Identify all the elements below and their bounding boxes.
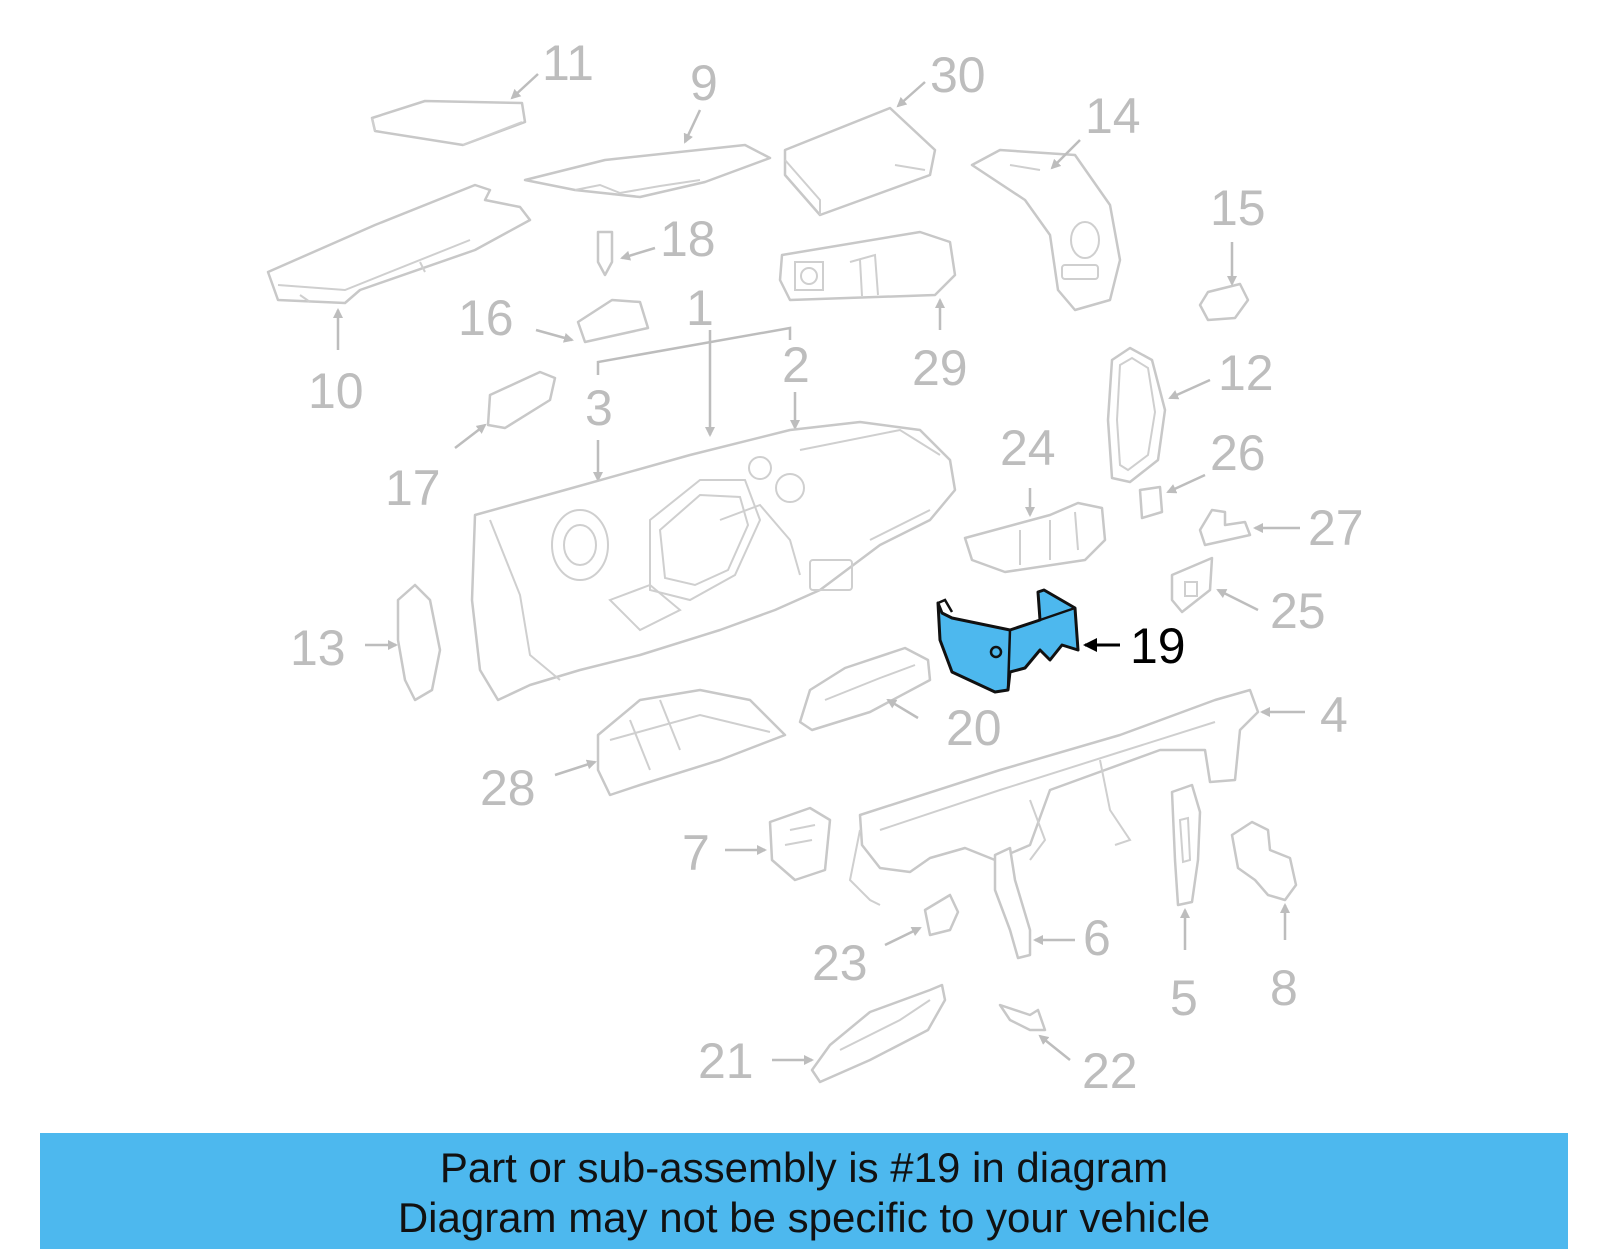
part-18: 18 <box>596 211 716 277</box>
callout-27: 27 <box>1308 500 1364 556</box>
part-20: 20 <box>798 646 1002 756</box>
callout-22: 22 <box>1082 1043 1138 1099</box>
part-4: 4 <box>848 687 1348 906</box>
callout-13: 13 <box>290 620 346 676</box>
part-25: 25 <box>1170 556 1326 639</box>
callout-8: 8 <box>1270 960 1298 1016</box>
callout-11: 11 <box>542 35 594 91</box>
part-9: 9 <box>523 55 772 199</box>
part-19-highlighted: 19 <box>936 588 1186 694</box>
callout-25: 25 <box>1270 583 1326 639</box>
part-15: 15 <box>1198 180 1266 322</box>
callout-1: 1 <box>686 280 714 336</box>
banner-line-1: Part or sub-assembly is #19 in diagram <box>439 1144 1169 1191</box>
info-banner: Part or sub-assembly is #19 in diagram D… <box>40 1133 1568 1249</box>
part-6: 6 <box>993 846 1111 966</box>
part-22: 22 <box>998 1003 1138 1099</box>
callout-5: 5 <box>1170 970 1198 1026</box>
callout-29: 29 <box>912 340 968 396</box>
callout-group-1-2-3: 1 2 3 <box>585 280 810 482</box>
callout-19: 19 <box>1130 618 1186 674</box>
part-21: 21 <box>698 983 947 1089</box>
part-7: 7 <box>682 806 832 882</box>
callout-4: 4 <box>1320 687 1348 743</box>
banner-line-2: Diagram may not be specific to your vehi… <box>397 1194 1211 1241</box>
part-8: 8 <box>1230 820 1298 1016</box>
callout-10: 10 <box>308 363 364 419</box>
callout-26: 26 <box>1210 425 1266 481</box>
part-27: 27 <box>1198 500 1364 556</box>
callout-12: 12 <box>1218 345 1274 401</box>
callout-15: 15 <box>1210 180 1266 236</box>
callout-2: 2 <box>782 337 810 393</box>
part-28: 28 <box>480 688 787 816</box>
part-30: 30 <box>783 47 986 217</box>
callout-20: 20 <box>946 700 1002 756</box>
part-16: 16 <box>458 290 650 346</box>
callout-9: 9 <box>690 55 718 111</box>
part-10: 10 <box>266 183 532 419</box>
part-17: 17 <box>385 370 557 516</box>
part-5: 5 <box>1170 783 1202 1026</box>
part-29: 29 <box>778 230 968 396</box>
part-14: 14 <box>970 88 1141 312</box>
callout-24: 24 <box>1000 420 1056 476</box>
part-11: 11 <box>370 35 594 147</box>
callout-3: 3 <box>585 380 613 436</box>
callout-28: 28 <box>480 760 536 816</box>
part-13: 13 <box>290 583 442 702</box>
part-24: 24 <box>963 420 1107 574</box>
callout-30: 30 <box>930 47 986 103</box>
callout-14: 14 <box>1085 88 1141 144</box>
part-23: 23 <box>812 893 960 991</box>
callout-23: 23 <box>812 935 868 991</box>
part-26: 26 <box>1138 425 1266 520</box>
callout-17: 17 <box>385 460 441 516</box>
callout-16: 16 <box>458 290 514 346</box>
part-12: 12 <box>1106 345 1274 484</box>
callout-7: 7 <box>682 825 710 881</box>
callout-18: 18 <box>660 211 716 267</box>
part-instrument-panel <box>470 420 957 702</box>
callout-21: 21 <box>698 1033 754 1089</box>
callout-6: 6 <box>1083 910 1111 966</box>
